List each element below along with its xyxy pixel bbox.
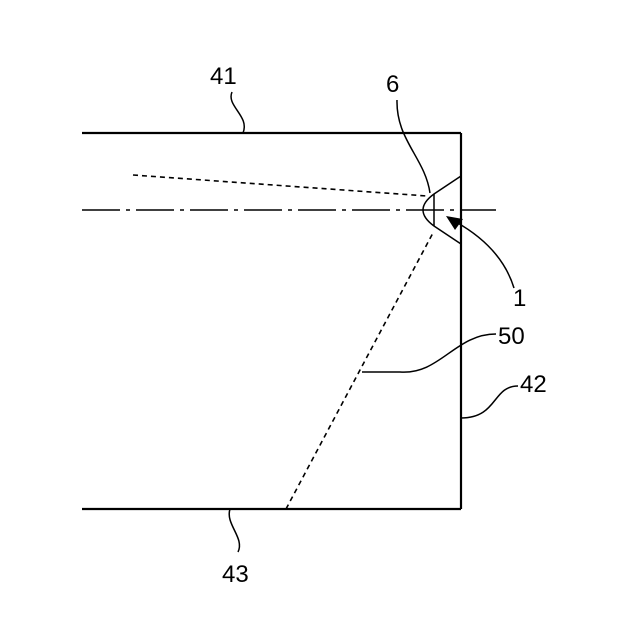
upper-dashed-ray bbox=[133, 175, 427, 196]
label-41: 41 bbox=[210, 63, 237, 90]
leader-6 bbox=[397, 100, 430, 193]
label-42: 42 bbox=[520, 371, 547, 398]
label-1: 1 bbox=[513, 285, 526, 312]
label-50: 50 bbox=[498, 323, 525, 350]
lower-dashed-line bbox=[286, 231, 434, 509]
leader-50 bbox=[362, 334, 496, 372]
leader-43 bbox=[229, 509, 239, 552]
label-43: 43 bbox=[222, 561, 249, 588]
label-6: 6 bbox=[386, 71, 399, 98]
device-arrow-shaft bbox=[456, 222, 514, 288]
leader-41 bbox=[231, 92, 244, 133]
leader-42 bbox=[461, 386, 518, 418]
